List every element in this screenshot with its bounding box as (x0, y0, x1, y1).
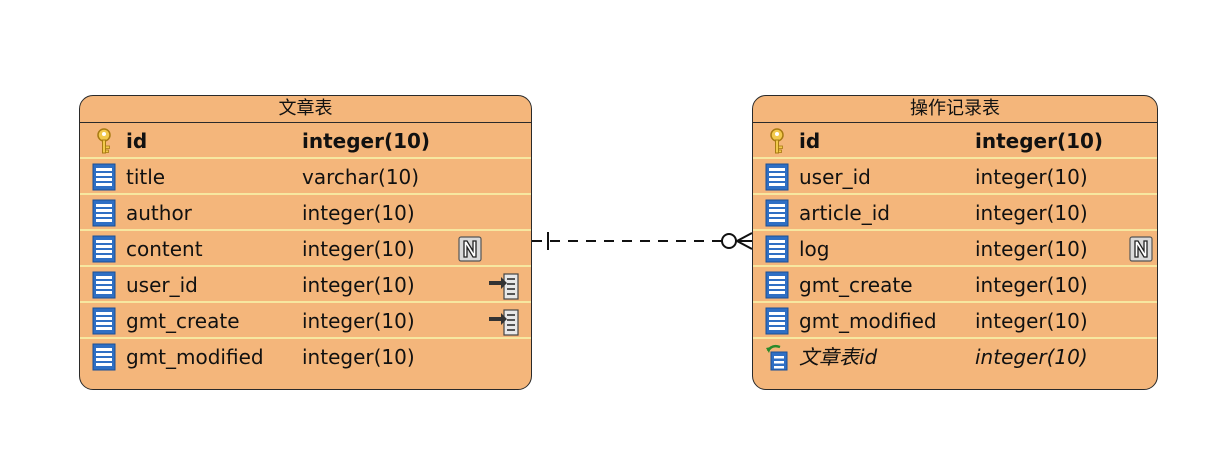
column-icon (92, 307, 116, 335)
table-row[interactable]: article_id integer(10) (753, 195, 1157, 231)
column-icon (92, 271, 116, 299)
field-type: integer(10) (302, 273, 415, 297)
column-icon (92, 199, 116, 227)
table-row[interactable]: gmt_create integer(10) (80, 303, 531, 339)
field-type: integer(10) (975, 165, 1088, 189)
column-icon (765, 199, 789, 227)
not-null-icon (1129, 236, 1153, 262)
table-row[interactable]: gmt_modified integer(10) (80, 339, 531, 375)
table-row[interactable]: id integer(10) (80, 123, 531, 159)
field-type: varchar(10) (302, 165, 420, 189)
column-icon (765, 307, 789, 335)
primary-key-icon (92, 127, 116, 155)
field-name: log (799, 237, 830, 261)
table-row[interactable]: gmt_modified integer(10) (753, 303, 1157, 339)
field-name: title (126, 165, 166, 189)
field-name: id (799, 129, 821, 153)
field-type: integer(10) (302, 345, 415, 369)
table-row[interactable]: id integer(10) (753, 123, 1157, 159)
table-row[interactable]: user_id integer(10) (753, 159, 1157, 195)
field-name: id (126, 129, 148, 153)
field-name: gmt_modified (799, 309, 937, 333)
field-name: gmt_create (799, 273, 913, 297)
column-icon (765, 163, 789, 191)
entity-rows: id integer(10) title varchar(10) author integ… (80, 123, 531, 375)
field-type: integer(10) (975, 345, 1088, 369)
field-name: gmt_modified (126, 345, 264, 369)
table-row[interactable]: log integer(10) (753, 231, 1157, 267)
primary-key-icon (765, 127, 789, 155)
field-name: user_id (799, 165, 871, 189)
table-row[interactable]: title varchar(10) (80, 159, 531, 195)
field-type: integer(10) (302, 237, 415, 261)
field-type: integer(10) (302, 309, 415, 333)
column-icon (765, 271, 789, 299)
field-type: integer(10) (302, 129, 431, 153)
table-row[interactable]: gmt_create integer(10) (753, 267, 1157, 303)
table-row[interactable]: author integer(10) (80, 195, 531, 231)
entity-title: 操作记录表 (753, 96, 1157, 123)
column-icon (765, 235, 789, 263)
field-type: integer(10) (975, 273, 1088, 297)
index-arrow-icon (488, 307, 520, 337)
field-name: 文章表id (799, 345, 878, 369)
field-type: integer(10) (975, 237, 1088, 261)
column-icon (92, 163, 116, 191)
field-name: content (126, 237, 203, 261)
column-icon (92, 235, 116, 263)
entity-title: 文章表 (80, 96, 531, 123)
field-type: integer(10) (975, 129, 1104, 153)
field-name: article_id (799, 201, 890, 225)
field-name: author (126, 201, 192, 225)
foreign-key-icon (765, 343, 789, 371)
field-name: gmt_create (126, 309, 240, 333)
field-type: integer(10) (302, 201, 415, 225)
field-name: user_id (126, 273, 198, 297)
table-row[interactable]: 文章表id integer(10) (753, 339, 1157, 375)
field-type: integer(10) (975, 309, 1088, 333)
column-icon (92, 343, 116, 371)
not-null-icon (458, 236, 482, 262)
table-row[interactable]: content integer(10) (80, 231, 531, 267)
table-row[interactable]: user_id integer(10) (80, 267, 531, 303)
field-type: integer(10) (975, 201, 1088, 225)
index-arrow-icon (488, 271, 520, 301)
